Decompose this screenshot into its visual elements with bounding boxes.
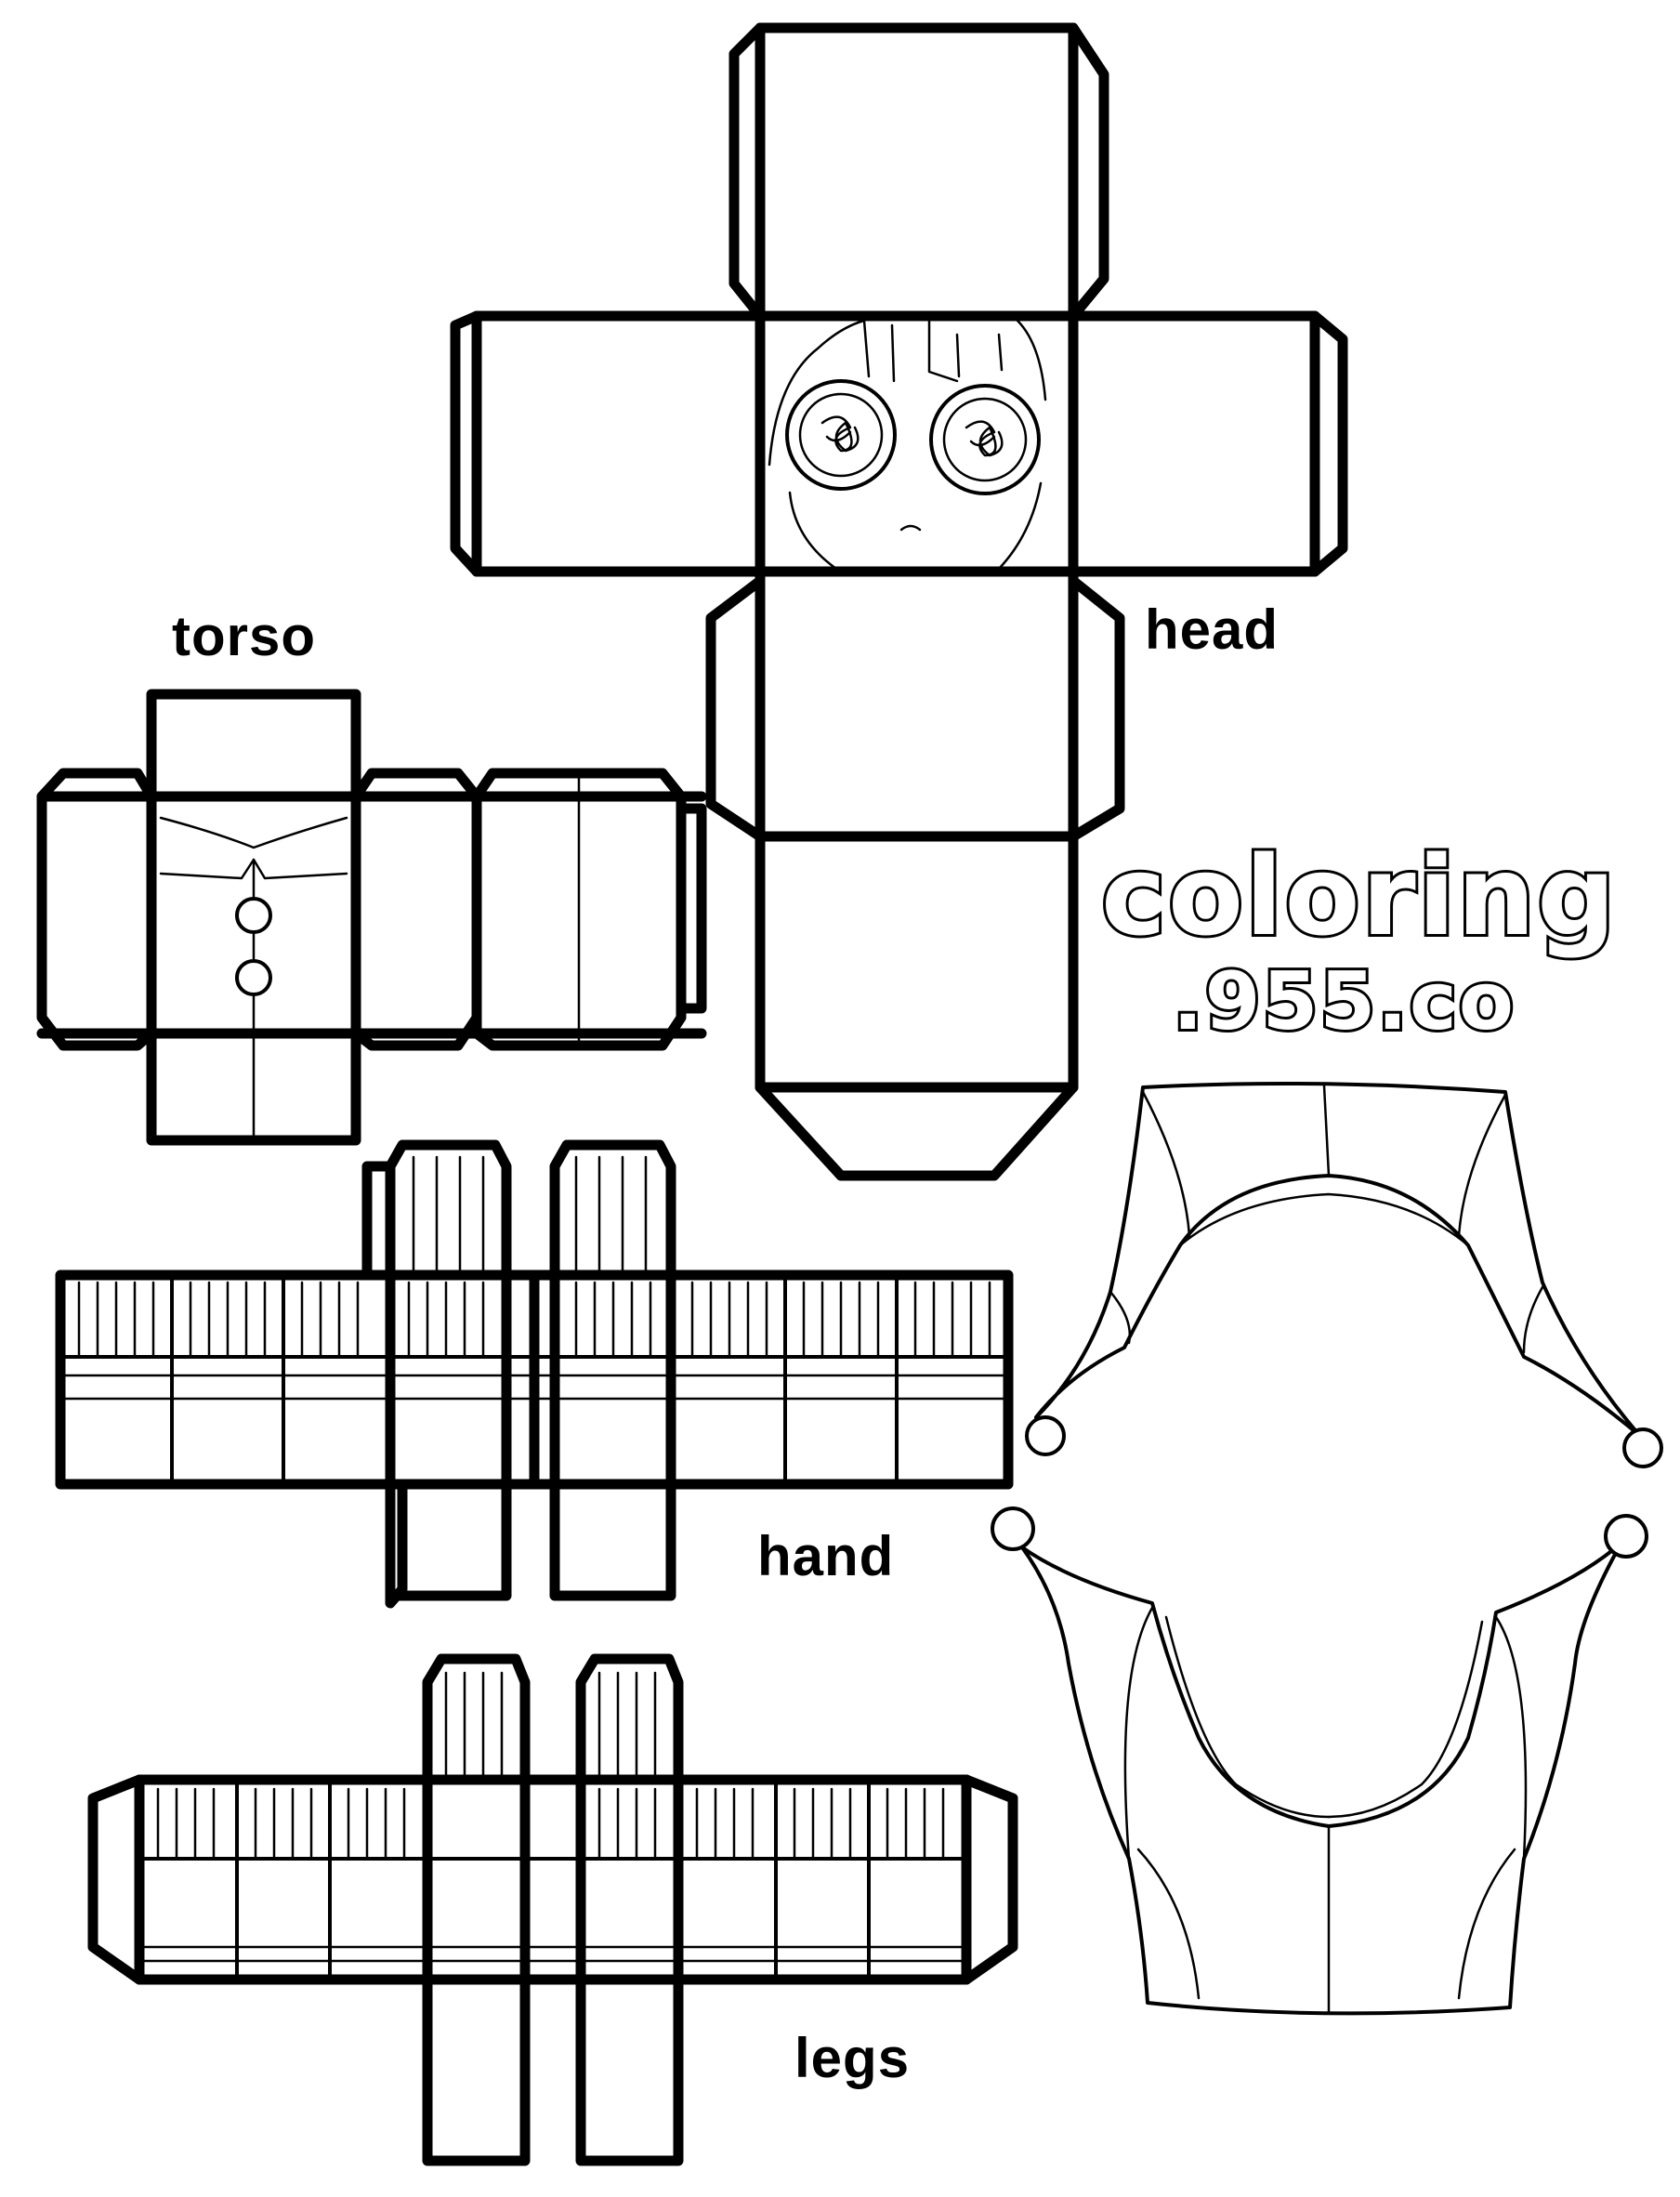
head-cutout — [450, 22, 1348, 1181]
hand-stripes-left — [77, 1155, 485, 1359]
label-hand: hand — [757, 1525, 895, 1587]
jester-collar-bottom — [991, 1506, 1648, 2016]
label-legs: legs — [794, 2027, 911, 2089]
character-face — [768, 319, 1047, 571]
jester-collar-top — [1025, 1082, 1663, 1468]
label-torso: torso — [172, 605, 316, 667]
label-head: head — [1145, 599, 1280, 661]
torso-cutout — [36, 689, 707, 1146]
legs-cutout-right — [519, 1653, 1018, 2166]
hand-cutout-right — [529, 1139, 1014, 1601]
watermark-line-2: .955.co — [1170, 955, 1516, 1048]
hand-stripes-right — [574, 1155, 991, 1359]
hand-cutout-left — [55, 1139, 540, 1609]
legs-cutout-left — [87, 1653, 531, 2166]
watermark-line-1: coloring — [1098, 832, 1619, 960]
